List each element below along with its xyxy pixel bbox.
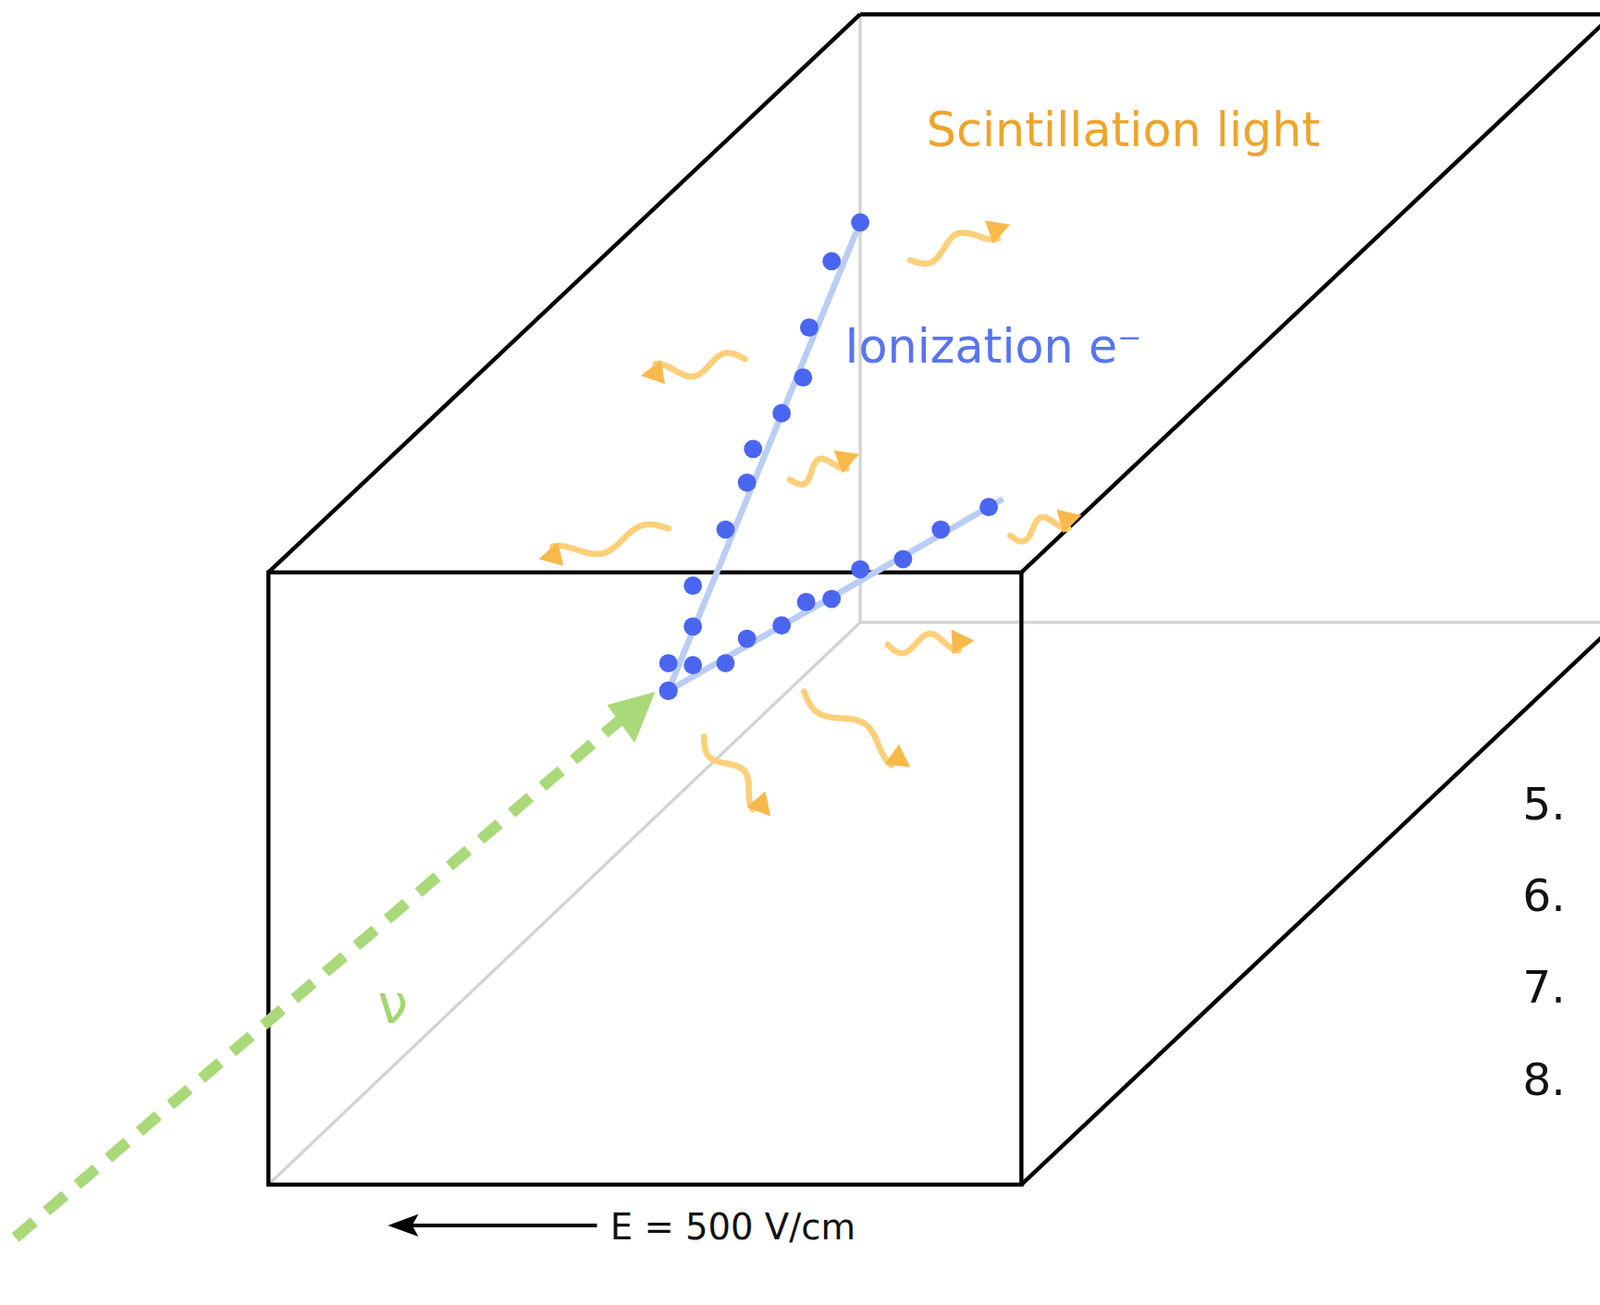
ionization-tracks (659, 213, 1004, 701)
list-number: 6. (1522, 871, 1565, 922)
photon-squiggle (803, 691, 892, 765)
ionization-electron (822, 251, 841, 271)
ionization-electron (743, 439, 763, 458)
photon-squiggle (910, 233, 998, 264)
ionization-electron (659, 681, 678, 701)
ionization-electron (797, 592, 816, 612)
photon-squiggle (1009, 516, 1069, 542)
box-edge (860, 12, 1600, 16)
photon-squiggle (703, 737, 753, 811)
label-holder: Scintillation light (926, 104, 1321, 157)
track-line (668, 498, 1004, 690)
field-label: E = 500 V/cm (610, 1207, 856, 1247)
ionization-electron (716, 520, 736, 540)
ionization-electron (772, 615, 791, 635)
ionization-electron (800, 318, 819, 337)
ionization-electron (931, 520, 950, 540)
box-edge (1021, 12, 1600, 573)
ionization-electron (716, 653, 736, 673)
label-holder: ν (377, 974, 408, 1035)
ionization-electron (683, 616, 702, 636)
ionization-label: Ionization e⁻ (845, 320, 1143, 373)
ionization-electron (850, 560, 870, 579)
label-holder: 5. (1522, 779, 1565, 830)
box-edge (1021, 625, 1600, 1185)
ionization-electron (738, 473, 757, 493)
photon-squiggle (655, 352, 746, 377)
ionization-electron (683, 576, 702, 595)
hidden-edge (268, 622, 861, 1185)
photon-arrowhead (885, 744, 911, 768)
list-number: 7. (1522, 962, 1565, 1013)
field-arrowhead (387, 1214, 419, 1237)
track-line (668, 221, 861, 690)
field-arrow (387, 1214, 597, 1237)
ionization-electron (793, 368, 813, 387)
photon-squiggle (552, 524, 668, 554)
list-number: 8. (1522, 1055, 1565, 1106)
label-holder: 6. (1522, 871, 1565, 922)
neutrino-arrowhead (606, 691, 655, 743)
hidden-edge (858, 13, 862, 623)
box-edge (268, 13, 861, 572)
photon-arrowhead (834, 450, 860, 474)
ionization-electron (659, 681, 678, 701)
neutrino-line (15, 715, 626, 1238)
hidden-edge (860, 620, 1600, 624)
ionization-electron (738, 629, 757, 649)
label-holder: E = 500 V/cm (610, 1207, 856, 1247)
ionization-electron (659, 653, 678, 673)
field-arrow-line (403, 1223, 598, 1228)
label-holder: 7. (1522, 962, 1565, 1013)
photon-squiggle (887, 633, 960, 653)
ionization-electron (772, 404, 791, 423)
neutrino-symbol: ν (377, 974, 408, 1035)
ionization-electron (850, 213, 870, 233)
photon-arrowhead (539, 541, 565, 567)
ionization-electron (683, 655, 702, 675)
ionization-electron (893, 550, 912, 569)
photon-arrowhead (1057, 509, 1083, 533)
ionization-electron (979, 497, 998, 517)
label-holder: 8. (1522, 1055, 1565, 1106)
hidden-edges (268, 13, 1600, 1184)
list-number: 5. (1522, 779, 1565, 830)
photon-arrowhead (951, 629, 975, 654)
scintillation-label: Scintillation light (926, 104, 1321, 157)
neutrino-track (15, 691, 656, 1238)
photon-arrowhead (746, 790, 771, 816)
ionization-electron (822, 590, 841, 609)
photon-arrowhead (984, 220, 1010, 244)
detector-box (268, 12, 1600, 1184)
front-face (268, 572, 1022, 1185)
photon-arrowhead (640, 359, 665, 384)
label-holder: Ionization e⁻ (845, 320, 1143, 373)
scintillation-photons (539, 220, 1083, 816)
